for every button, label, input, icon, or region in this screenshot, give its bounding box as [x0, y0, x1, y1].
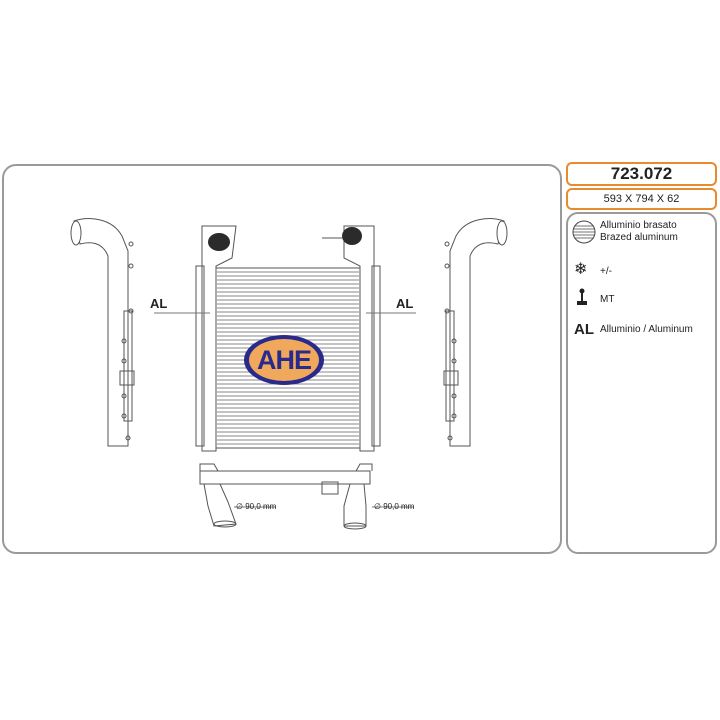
product-dimensions: 593 X 794 X 62	[566, 188, 717, 210]
logo-text: AHE	[256, 345, 312, 375]
ahe-logo: AHE	[243, 334, 325, 386]
left-pipe-diameter: ∅ 90,0 mm	[236, 502, 277, 511]
right-pipe-diameter: ∅ 90,0 mm	[374, 502, 415, 511]
left-inlet	[208, 233, 230, 251]
material-label-left: AL	[150, 296, 168, 311]
front-view	[195, 225, 381, 452]
cooling-text: +/-	[600, 266, 612, 277]
legend-panel: Alluminio brasato Brazed aluminum ❄ +/- …	[566, 212, 717, 554]
material-label-right: AL	[396, 296, 414, 311]
left-side-view	[70, 218, 135, 447]
core-material-en: Brazed aluminum	[600, 232, 678, 243]
material-symbol: AL	[574, 321, 594, 338]
snowflake-icon: ❄	[574, 261, 588, 278]
drawing-panel: AL AL AHE ∅ 90,0 mm ∅ 90,0 mm	[2, 164, 562, 554]
logo-inner-ellipse	[249, 339, 319, 381]
gear-shift-icon	[576, 288, 588, 310]
bottom-view	[199, 463, 373, 530]
transmission-text: MT	[600, 294, 615, 305]
brazed-core-icon	[572, 220, 596, 248]
material-text: Alluminio / Aluminum	[600, 324, 693, 335]
product-code: 723.072	[566, 162, 717, 186]
right-inlet	[342, 227, 362, 245]
right-side-view	[443, 218, 508, 447]
core-material-it: Alluminio brasato	[600, 220, 677, 231]
